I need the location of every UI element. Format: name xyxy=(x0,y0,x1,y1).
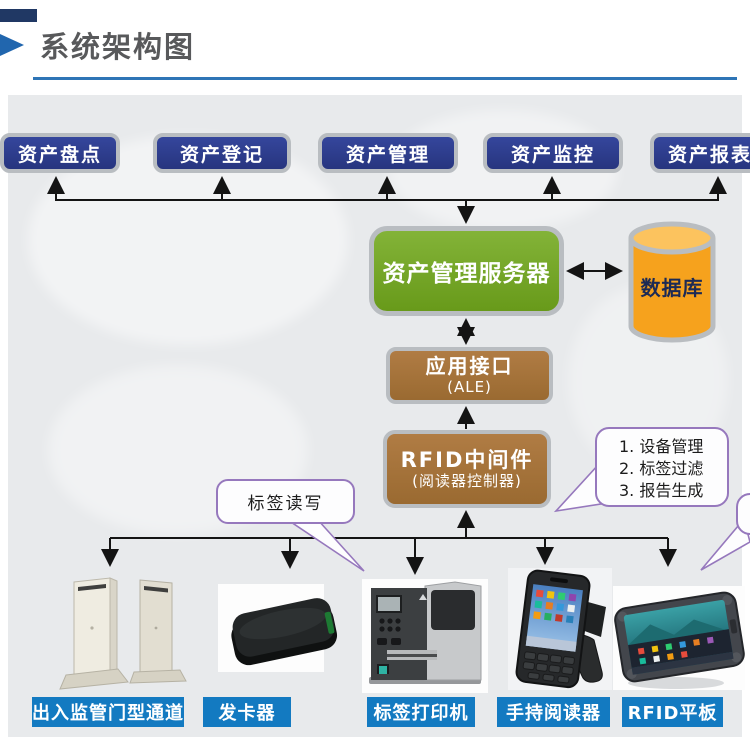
module-label: 资产盘点 xyxy=(17,143,102,166)
device-label-text: 发卡器 xyxy=(218,703,276,724)
module-asset-monitoring: 资产监控 xyxy=(483,133,623,173)
module-asset-report: 资产报表 xyxy=(650,133,750,173)
module-asset-inventory: 资产盘点 xyxy=(0,133,120,173)
header-accent-bar xyxy=(0,9,37,22)
handheld-reader-icon xyxy=(506,563,618,699)
gate-antenna-icon xyxy=(48,570,198,706)
module-asset-registration: 资产登记 xyxy=(153,133,291,173)
callout-line: 3. 报告生成 xyxy=(619,481,704,500)
middleware-subtitle: (阅读器控制器) xyxy=(412,471,522,490)
database-label: 数据库 xyxy=(640,276,704,300)
module-label: 资产管理 xyxy=(345,143,430,166)
callout-label: 标签读写 xyxy=(247,494,324,514)
device-label-text: 手持阅读器 xyxy=(506,703,601,724)
interface-subtitle: (ALE) xyxy=(447,378,492,396)
device-label-text: 标签打印机 xyxy=(373,703,469,724)
server-label: 资产管理服务器 xyxy=(382,261,551,287)
card-issuer-icon xyxy=(206,582,356,682)
middleware-title: RFID中间件 xyxy=(400,447,534,472)
device-label-tablet: RFID平板 xyxy=(622,697,723,727)
asset-management-server-box: 资产管理服务器 xyxy=(369,226,564,316)
callout-line: 2. 标签过滤 xyxy=(619,459,704,478)
device-label-gate: 出入监管门型通道 xyxy=(32,697,184,727)
device-label-printer: 标签打印机 xyxy=(367,697,475,727)
header-arrow-icon xyxy=(0,34,24,56)
module-label: 资产监控 xyxy=(510,143,595,166)
device-label-handheld: 手持阅读器 xyxy=(497,697,610,727)
callout-middleware-functions: 1. 设备管理 2. 标签过滤 3. 报告生成 xyxy=(595,427,729,507)
database-cylinder-icon xyxy=(625,219,719,346)
page-title: 系统架构图 xyxy=(40,30,196,64)
module-label: 资产报表 xyxy=(668,143,750,166)
interface-title: 应用接口 xyxy=(425,354,514,378)
module-label: 资产登记 xyxy=(179,143,264,166)
module-asset-management: 资产管理 xyxy=(318,133,458,173)
device-label-card-issuer: 发卡器 xyxy=(203,697,291,727)
rfid-tablet-icon xyxy=(612,584,746,696)
device-label-text: 出入监管门型通道 xyxy=(32,703,184,724)
title-underline xyxy=(33,77,737,80)
callout-clipped xyxy=(736,493,750,535)
device-label-text: RFID平板 xyxy=(627,703,718,724)
application-interface-box: 应用接口 (ALE) xyxy=(386,347,553,404)
label-printer-icon xyxy=(359,576,491,700)
rfid-middleware-box: RFID中间件 (阅读器控制器) xyxy=(383,430,551,508)
callout-line: 1. 设备管理 xyxy=(619,437,704,456)
callout-tag-read-write: 标签读写 xyxy=(216,479,355,524)
